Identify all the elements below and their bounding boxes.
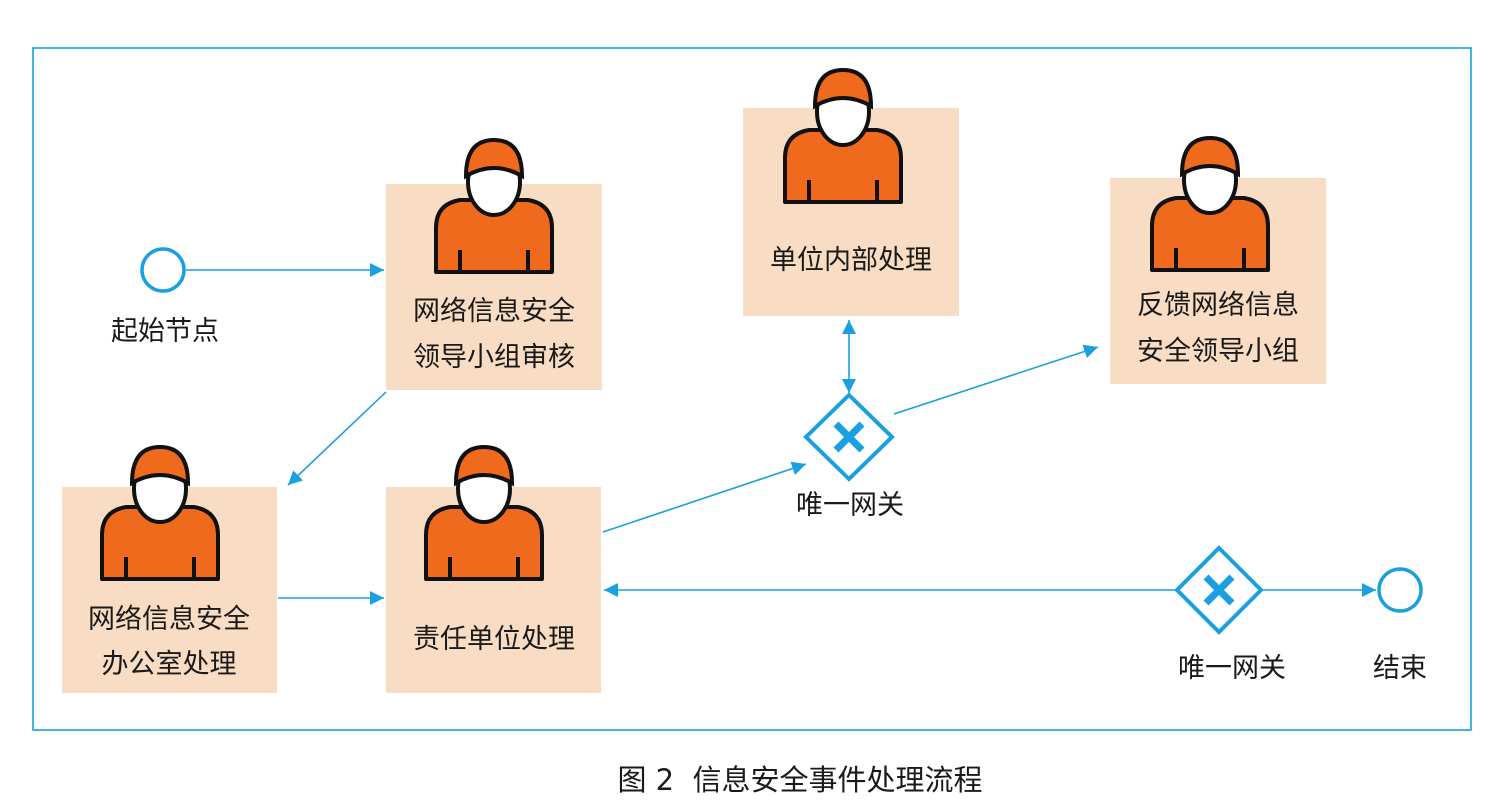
node-feedback-label-line1: 反馈网络信息	[1137, 290, 1299, 321]
diagram-frame	[32, 47, 1472, 731]
node-review-label-line2: 领导小组审核	[413, 342, 575, 373]
person-icon	[434, 138, 554, 274]
node-office-label-line2: 办公室处理	[102, 649, 237, 680]
figure-caption: 图 2 信息安全事件处理流程	[617, 763, 982, 797]
node-internal-label: 单位内部处理	[770, 245, 932, 276]
node-office-label-line1: 网络信息安全	[88, 604, 250, 635]
node-feedback-label-line2: 安全领导小组	[1137, 336, 1299, 367]
exclusive-gateway-upper	[803, 392, 895, 482]
exclusive-gateway-lower	[1174, 545, 1264, 635]
start-event-icon	[140, 247, 186, 293]
person-icon	[783, 68, 903, 204]
gateway-upper-label: 唯一网关	[796, 490, 904, 521]
node-responsible-unit: 责任单位处理	[386, 445, 601, 693]
person-icon	[424, 445, 544, 581]
node-internal-handling: 单位内部处理	[743, 68, 959, 316]
flow-responsible-to-gateway	[602, 461, 807, 533]
start-event-label: 起始节点	[111, 316, 219, 347]
node-review-label-line1: 网络信息安全	[413, 296, 575, 327]
node-leadership-review: 网络信息安全 领导小组审核	[386, 138, 602, 390]
end-event-label: 结束	[1373, 653, 1427, 684]
flow-gateway-to-feedback	[893, 344, 1099, 415]
node-feedback-leadership: 反馈网络信息 安全领导小组	[1110, 136, 1326, 384]
node-security-office: 网络信息安全 办公室处理	[62, 445, 277, 693]
person-icon	[1150, 136, 1270, 272]
gateway-lower-label: 唯一网关	[1178, 653, 1286, 684]
flow-review-to-office	[287, 391, 387, 486]
node-responsible-label: 责任单位处理	[413, 624, 575, 655]
person-icon	[100, 445, 220, 581]
end-event-icon	[1377, 567, 1423, 613]
